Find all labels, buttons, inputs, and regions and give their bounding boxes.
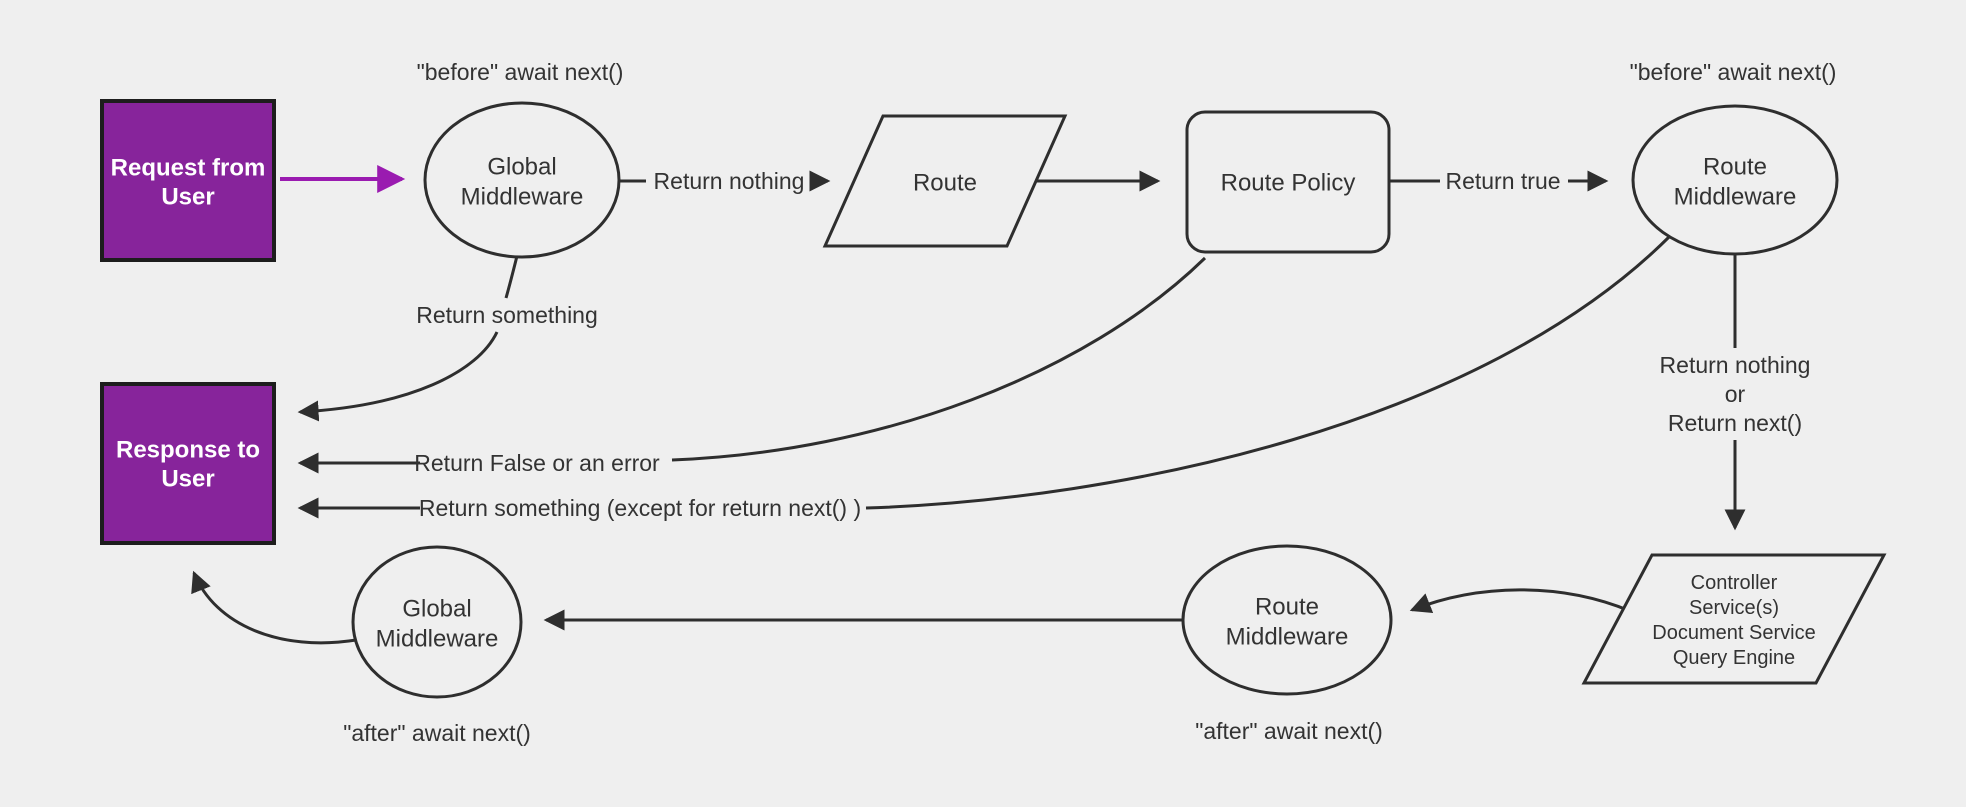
node-route-middleware-top: Route Middleware <box>1631 104 1839 256</box>
edge-return-something-upper-segment <box>504 255 519 299</box>
global-middleware-bottom-label-line1: Global <box>402 595 471 622</box>
controller-label-line4: Query Engine <box>1673 647 1795 669</box>
edge-return-something-to-response <box>297 331 499 422</box>
return-false-or-error-label: Return False or an error <box>414 450 660 476</box>
global-middleware-top-label-line1: Global <box>487 153 556 180</box>
before-await-next-right-label: "before" await next() <box>1630 59 1837 85</box>
route-middleware-bottom-label-line2: Middleware <box>1226 623 1349 650</box>
before-await-next-left-label: "before" await next() <box>417 59 624 85</box>
node-request-from-user: Request from User <box>100 99 276 262</box>
return-nothing-or-next-line2: or <box>1725 381 1746 407</box>
after-await-next-left-label: "after" await next() <box>343 720 531 746</box>
node-response-to-user: Response to User <box>100 382 276 545</box>
response-to-user-label-line1: Response to <box>116 436 260 463</box>
node-global-middleware-bottom: Global Middleware <box>351 545 523 699</box>
return-nothing-or-next-line1: Return nothing <box>1660 352 1811 378</box>
request-from-user-label-line1: Request from <box>111 154 266 181</box>
controller-label-line2: Service(s) <box>1689 597 1779 619</box>
route-label: Route <box>913 169 977 196</box>
edge-return-false-from-policy <box>671 256 1207 462</box>
route-middleware-top-label-line2: Middleware <box>1674 183 1797 210</box>
return-nothing-label: Return nothing <box>654 168 805 194</box>
edge-global-middleware-to-response <box>191 570 357 645</box>
edge-return-something-except-from-middleware <box>865 235 1671 510</box>
request-from-user-label-line2: User <box>161 183 214 210</box>
node-route: Route <box>822 114 1068 248</box>
return-something-except-label: Return something (except for return next… <box>419 495 861 521</box>
after-await-next-right-label: "after" await next() <box>1195 718 1383 744</box>
node-route-policy: Route Policy <box>1185 110 1391 254</box>
route-middleware-top-label-line1: Route <box>1703 153 1767 180</box>
route-policy-label: Route Policy <box>1221 169 1356 196</box>
return-something-label: Return something <box>416 302 598 328</box>
controller-label-line3: Document Service <box>1652 622 1815 644</box>
return-nothing-or-next-line3: Return next() <box>1668 410 1802 436</box>
edge-controller-to-route-middleware-bottom <box>1409 588 1631 613</box>
controller-label-line1: Controller <box>1691 572 1778 594</box>
node-controller-services: Controller Service(s) Document Service Q… <box>1581 553 1887 685</box>
node-global-middleware-top: Global Middleware <box>423 101 621 259</box>
return-true-label: Return true <box>1445 168 1560 194</box>
route-middleware-bottom-label-line1: Route <box>1255 593 1319 620</box>
global-middleware-bottom-label-line2: Middleware <box>376 625 499 652</box>
global-middleware-top-label-line2: Middleware <box>461 183 584 210</box>
node-route-middleware-bottom: Route Middleware <box>1181 544 1393 696</box>
response-to-user-label-line2: User <box>161 465 214 492</box>
